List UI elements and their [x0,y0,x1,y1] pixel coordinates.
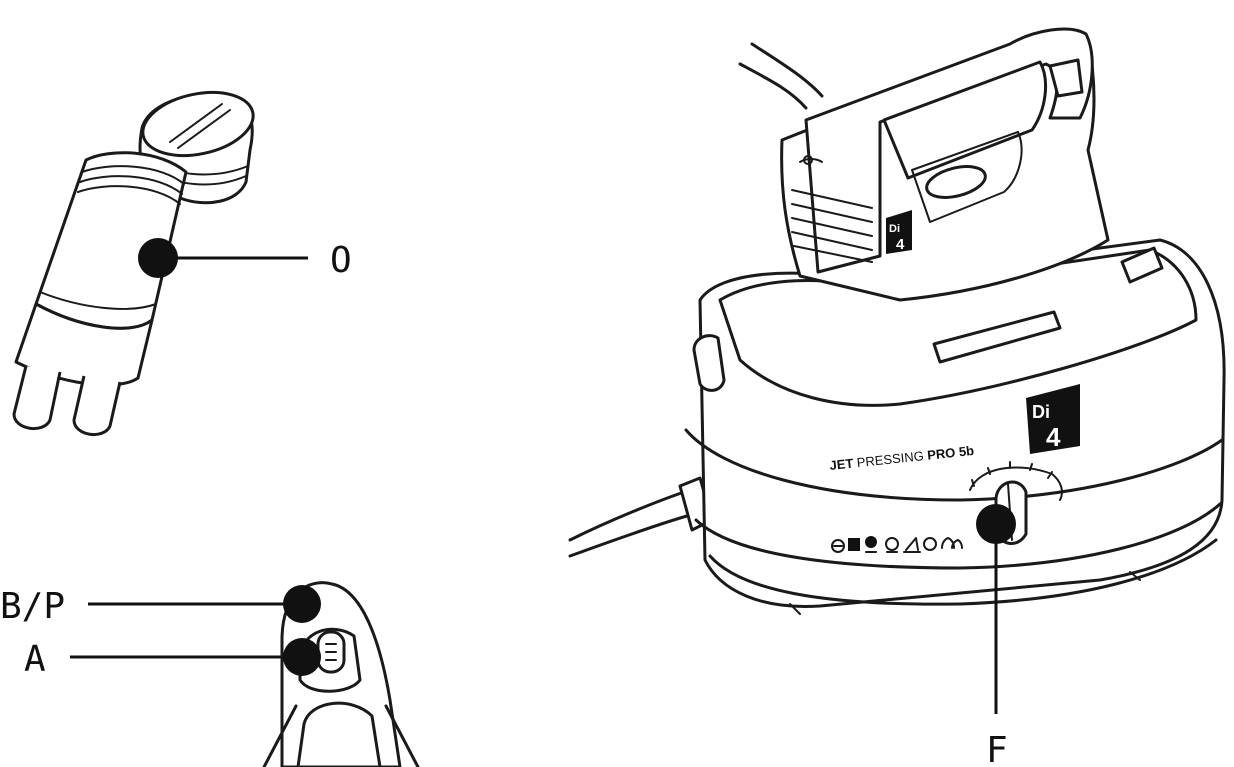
filter-body [14,151,188,387]
symbol-square-icon [848,538,860,551]
power-cord [568,476,714,558]
base-logo-bottom: 4 [1046,422,1061,452]
iron-logo-top: Di [889,223,900,235]
product-name-model: PRO 5b [923,443,975,463]
symbol-drop-icon [865,536,877,548]
iron-logo-bottom: 4 [896,236,905,253]
callout-o-label: O [330,240,352,281]
base-logo: Di 4 [1026,384,1080,454]
handle-detail [262,581,420,767]
symbol-water-icon [941,537,963,549]
filter-pins [12,365,122,436]
base-logo-top: Di [1032,402,1050,422]
callout-f: F [976,504,1016,767]
symbol-minus-icon [831,539,845,553]
iron-vents [791,155,873,263]
product-name-pressing: PRESSING [852,448,924,470]
symbol-gear-icon [885,537,899,551]
callout-b-p-label: B/P [0,586,65,627]
callout-f-label: F [986,730,1008,767]
callout-a-label: A [24,639,46,680]
product-name: JET PRESSING PRO 5b [829,443,975,473]
base-unit [684,238,1226,615]
symbol-icons [831,536,963,553]
filter-cartridge [12,90,255,436]
callout-o: O [138,238,352,281]
product-name-jet: JET [829,456,854,473]
iron [738,27,1110,302]
steam-generator: Di 4 Di 4 JET PRESSING PRO 5b [568,27,1226,615]
symbol-steam-icon [903,537,921,553]
callout-b-p: B/P [0,585,321,627]
iron-logo: Di 4 [886,210,912,254]
symbol-scale-icon [923,537,937,551]
callout-a: A [24,638,321,680]
